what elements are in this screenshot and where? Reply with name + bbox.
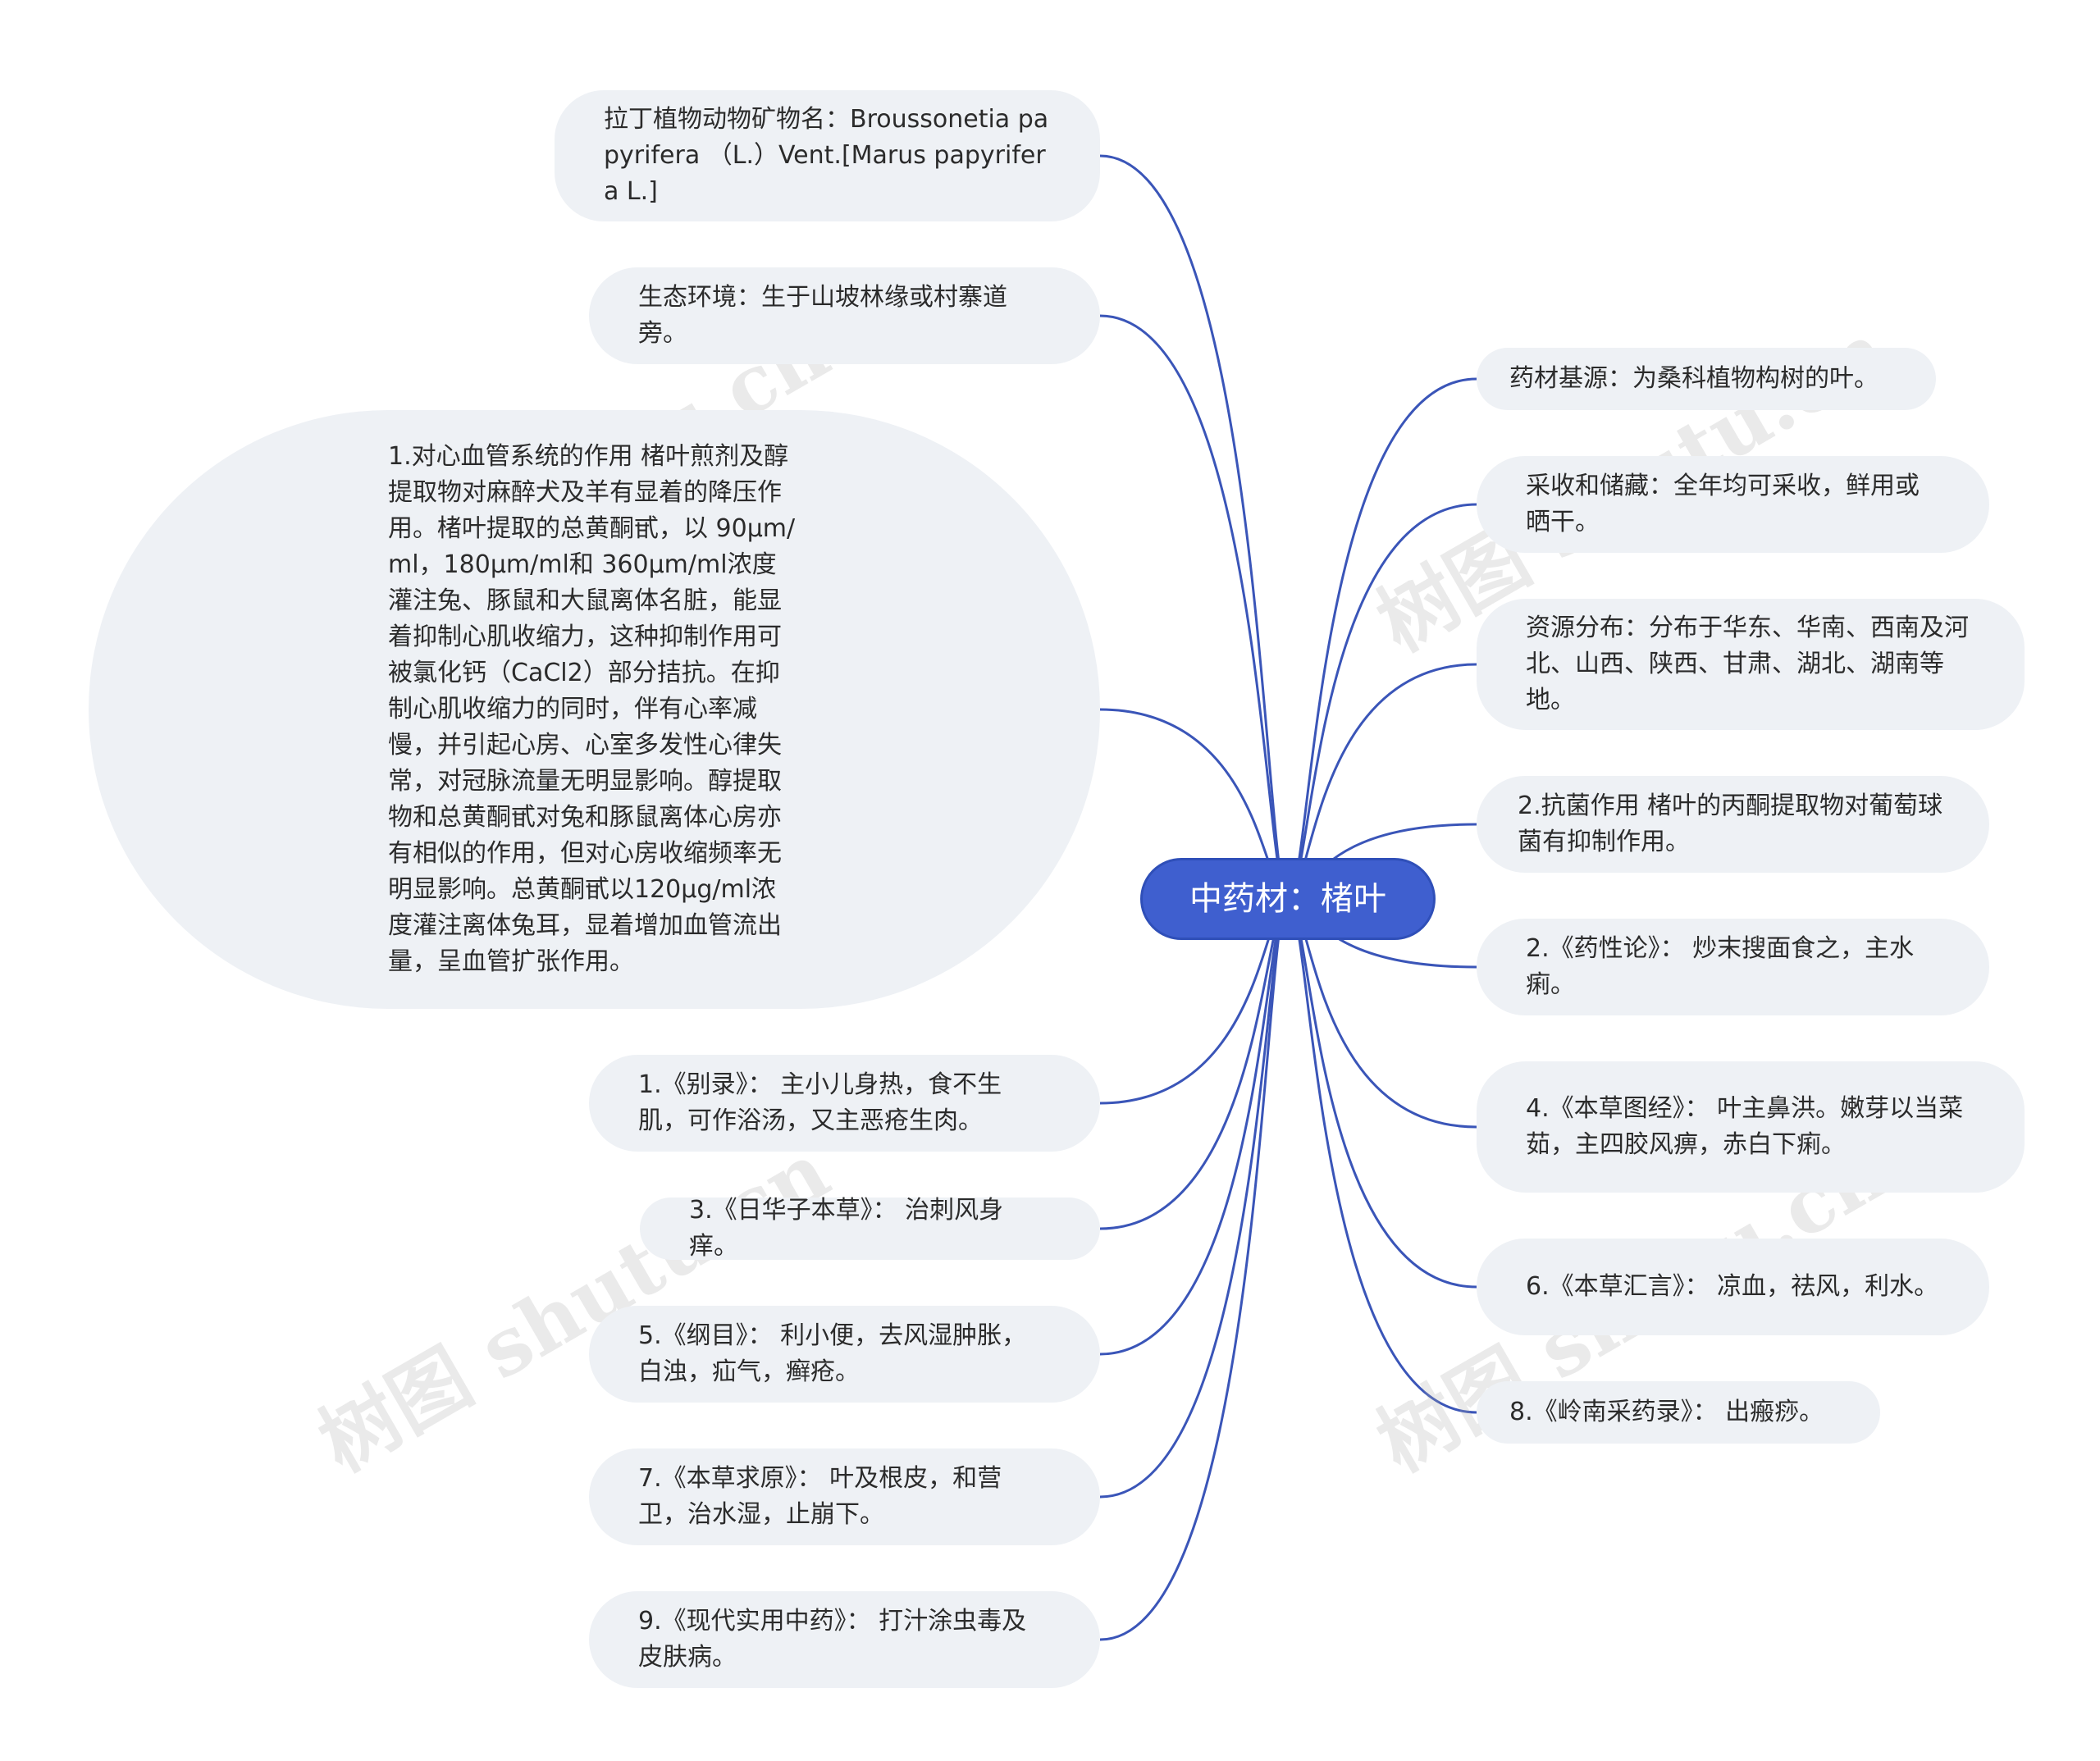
right-node-huiyan[interactable]: 6.《本草汇言》： 凉血，祛风，利水。: [1477, 1239, 1989, 1335]
connector-line: [1099, 897, 1289, 1230]
node-text: 1.对心血管系统的作用 楮叶煎剂及醇提取物对麻醉犬及羊有显着的降压作用。楮叶提取…: [388, 442, 796, 976]
left-node-bielu[interactable]: 1.《别录》： 主小儿身热，食不生肌，可作浴汤，又主恶疮生肉。: [589, 1055, 1100, 1152]
connector-line: [1099, 314, 1290, 901]
node-text: 8.《岭南采药录》： 出瘢痧。: [1509, 1398, 1824, 1426]
node-text: 资源分布：分布于华东、华南、西南及河北、山西、陕西、甘肃、湖北、湖南等地。: [1526, 614, 1969, 714]
left-node-cardiovascular[interactable]: 1.对心血管系统的作用 楮叶煎剂及醇提取物对麻醉犬及羊有显着的降压作用。楮叶提取…: [89, 410, 1100, 1009]
right-node-distribution[interactable]: 资源分布：分布于华东、华南、西南及河北、山西、陕西、甘肃、湖北、湖南等地。: [1477, 599, 2025, 730]
left-node-habitat[interactable]: 生态环境：生于山坡林缘或村寨道旁。: [589, 267, 1100, 364]
node-text: 生态环境：生于山坡林缘或村寨道旁。: [638, 283, 1007, 348]
left-node-xiandai[interactable]: 9.《现代实用中药》： 打汁涂虫毒及皮肤病。: [589, 1591, 1100, 1688]
left-node-latin-name[interactable]: 拉丁植物动物矿物名：Broussonetia papyrifera （L.）Ve…: [555, 90, 1100, 221]
left-node-gangmu[interactable]: 5.《纲目》： 利小便，去风湿肿胀，白浊，疝气，癣疮。: [589, 1306, 1100, 1403]
node-text: 3.《日华子本草》： 治刺风身痒。: [689, 1196, 1004, 1261]
root-label: 中药材：楮叶: [1189, 880, 1386, 918]
left-node-qiuyuan[interactable]: 7.《本草求原》： 叶及根皮，和营卫，治水湿，止崩下。: [589, 1448, 1100, 1545]
node-text: 2.抗菌作用 楮叶的丙酮提取物对葡萄球菌有抑制作用。: [1518, 792, 1943, 856]
node-text: 1.《别录》： 主小儿身热，食不生肌，可作浴汤，又主恶疮生肉。: [638, 1070, 1002, 1135]
node-text: 药材基源：为桑科植物构树的叶。: [1509, 364, 1879, 393]
root-node[interactable]: 中药材：楮叶: [1140, 858, 1436, 940]
node-text: 9.《现代实用中药》： 打汁涂虫毒及皮肤病。: [638, 1607, 1027, 1672]
right-node-source[interactable]: 药材基源：为桑科植物构树的叶。: [1477, 348, 1936, 410]
node-text: 4.《本草图经》： 叶主鼻洪。嫩芽以当菜茹，主四胶风痹，赤白下痢。: [1526, 1094, 1964, 1159]
node-text: 采收和储藏：全年均可采收，鲜用或晒干。: [1526, 472, 1920, 536]
node-text: 5.《纲目》： 利小便，去风湿肿胀，白浊，疝气，癣疮。: [638, 1321, 1027, 1386]
right-node-yaoxinglun[interactable]: 2.《药性论》： 炒末搜面食之，主水痢。: [1477, 919, 1989, 1015]
node-text: 2.《药性论》： 炒末搜面食之，主水痢。: [1526, 934, 1915, 999]
node-text: 7.《本草求原》： 叶及根皮，和营卫，治水湿，止崩下。: [638, 1464, 1002, 1529]
connector-line: [1099, 897, 1290, 1641]
right-node-tujing[interactable]: 4.《本草图经》： 叶主鼻洪。嫩芽以当菜茹，主四胶风痹，赤白下痢。: [1477, 1061, 2025, 1193]
node-text: 拉丁植物动物矿物名：Broussonetia papyrifera （L.）Ve…: [604, 105, 1049, 206]
left-node-rihuazi[interactable]: 3.《日华子本草》： 治刺风身痒。: [640, 1196, 1100, 1261]
right-node-lingnan[interactable]: 8.《岭南采药录》： 出瘢痧。: [1477, 1381, 1880, 1444]
right-node-antibacterial[interactable]: 2.抗菌作用 楮叶的丙酮提取物对葡萄球菌有抑制作用。: [1477, 776, 1989, 873]
right-node-harvest[interactable]: 采收和储藏：全年均可采收，鲜用或晒干。: [1477, 456, 1989, 553]
connector-line: [1099, 154, 1290, 901]
connector-line: [1099, 897, 1290, 1499]
node-text: 6.《本草汇言》： 凉血，祛风，利水。: [1526, 1272, 1939, 1301]
